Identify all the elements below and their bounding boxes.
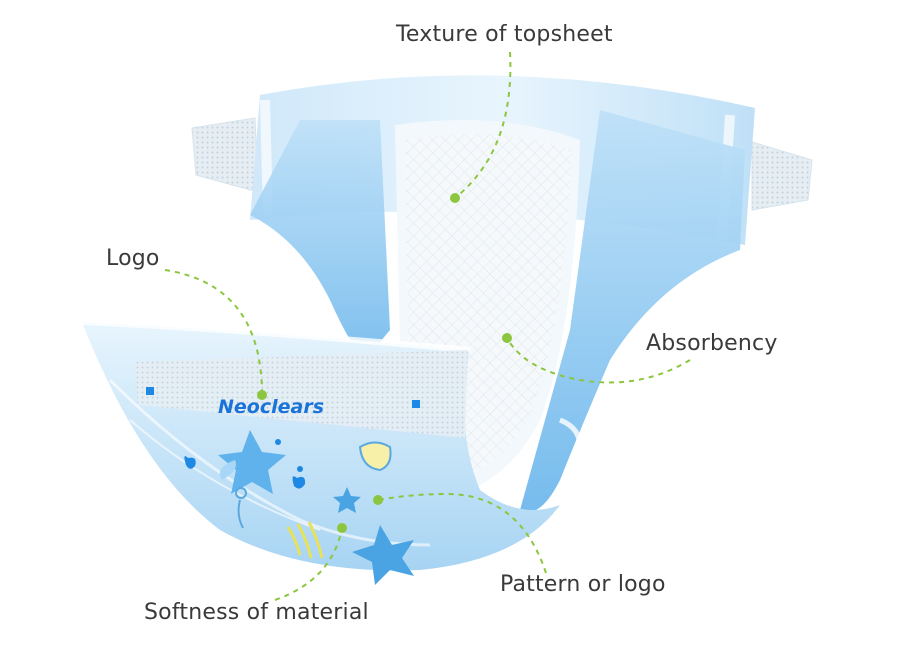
front-tape — [135, 350, 468, 438]
right-tab — [751, 141, 813, 211]
leader-logo — [164, 269, 263, 396]
bib-decoration — [358, 441, 392, 472]
brand-logo: Neoclears — [218, 396, 324, 418]
leader-pattern — [377, 492, 547, 574]
label-logo: Logo — [106, 246, 160, 271]
tape-marker-left — [146, 387, 154, 395]
star-decoration-2 — [352, 525, 414, 585]
dot-decoration — [297, 466, 303, 472]
dot-absorbency — [502, 333, 512, 343]
label-texture-of-topsheet: Texture of topsheet — [396, 22, 613, 47]
tape-marker-right — [412, 400, 420, 408]
label-softness-of-material: Softness of material — [144, 600, 369, 625]
star-decoration — [218, 430, 286, 494]
left-side — [250, 120, 390, 360]
dot-softness — [337, 523, 347, 533]
small-star — [333, 487, 361, 513]
dot-decoration-2 — [275, 439, 281, 445]
heart-decoration-2 — [292, 476, 306, 489]
dot-texture — [450, 193, 460, 203]
right-side — [520, 110, 745, 512]
balloon-decoration — [237, 499, 244, 529]
dot-logo — [257, 390, 267, 400]
leader-texture — [454, 51, 512, 199]
left-tab — [191, 117, 259, 193]
softness-lines — [286, 521, 324, 559]
leader-absorbency — [506, 337, 691, 384]
label-absorbency: Absorbency — [646, 331, 778, 356]
leader-softness — [274, 527, 343, 601]
heart-decoration — [184, 456, 196, 469]
dot-pattern — [373, 495, 383, 505]
label-pattern-or-logo: Pattern or logo — [500, 572, 666, 597]
